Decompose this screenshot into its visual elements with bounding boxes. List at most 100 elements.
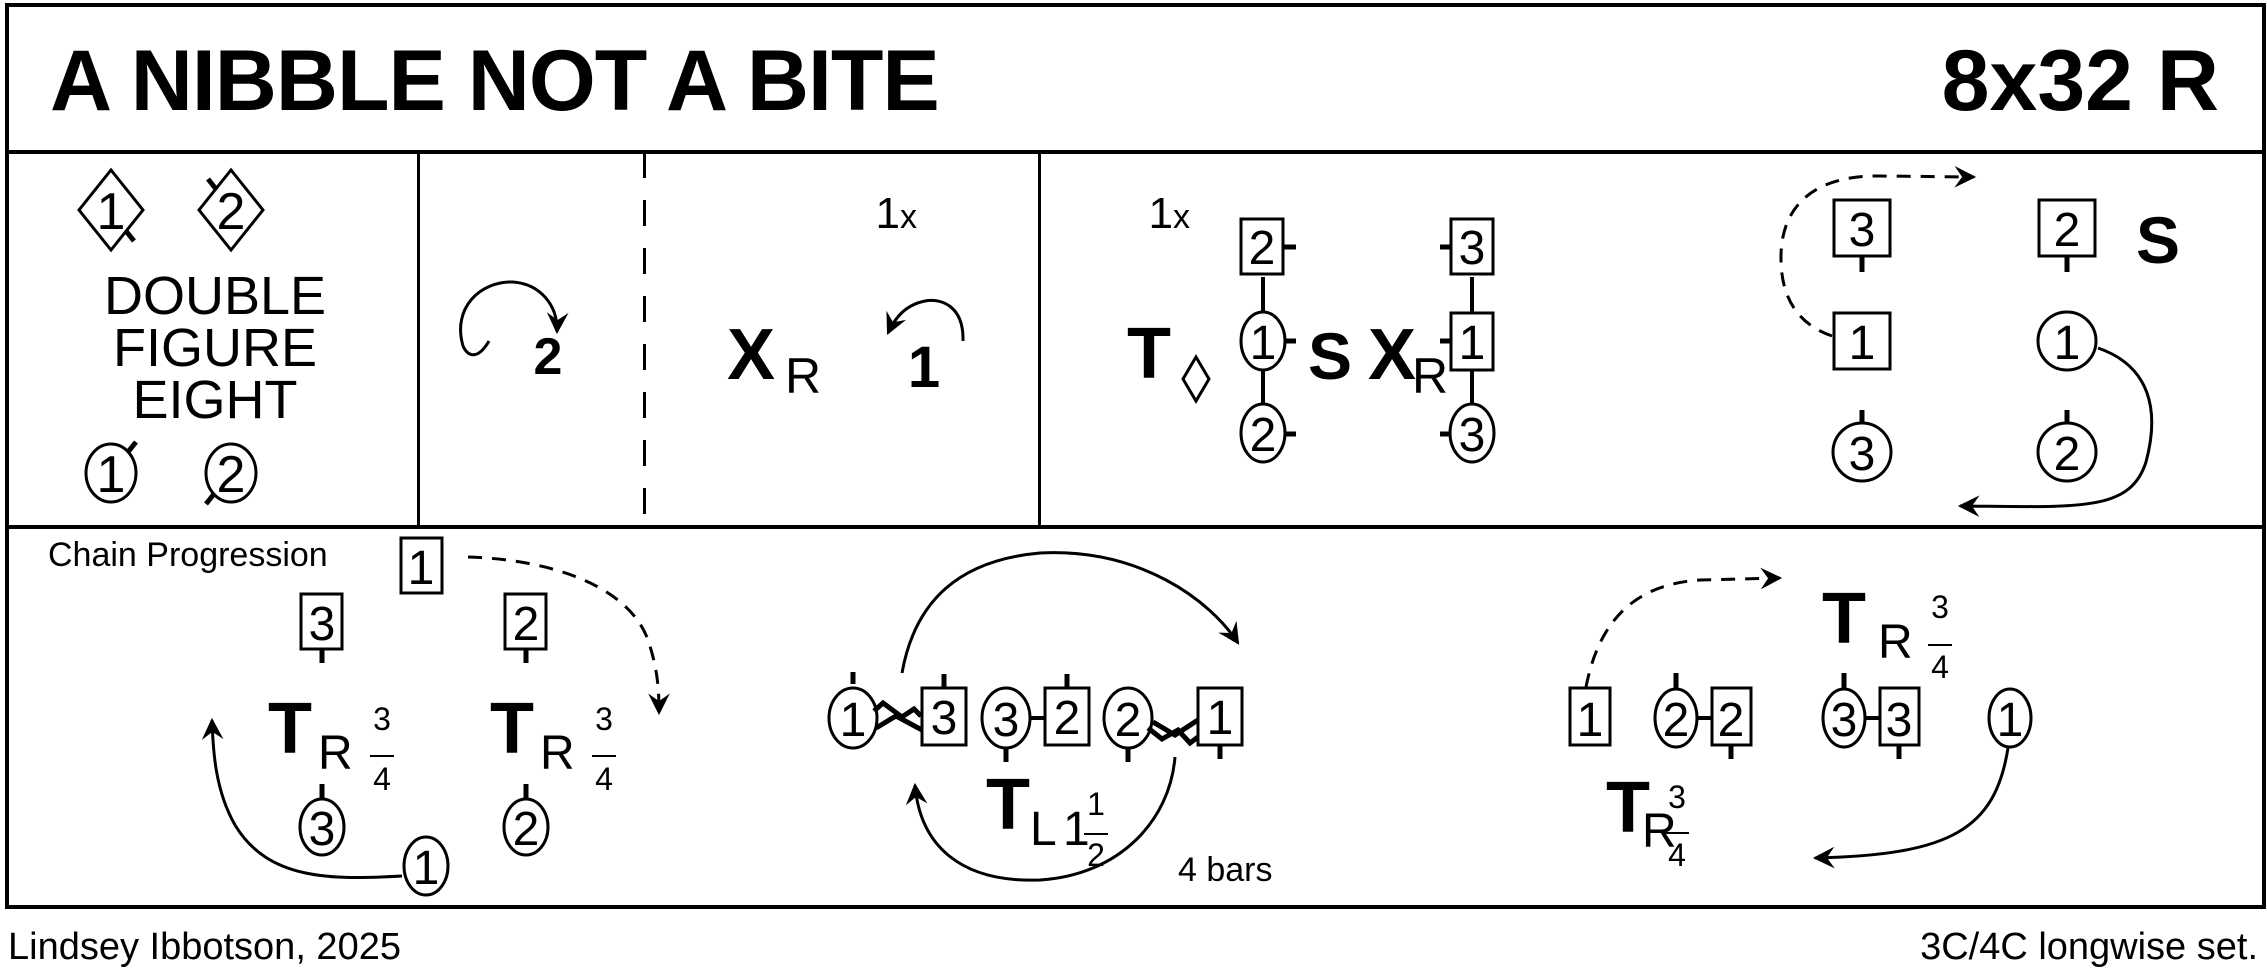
panel-set-paths: 3 1 3 2 1 2 S: [1779, 165, 2180, 517]
dancer-square-2: [1239, 217, 1285, 276]
turn-right-three-quarters: T R 3 4: [268, 689, 394, 797]
dancer-diamond-2: [197, 167, 265, 253]
solid-path-arrow-icon: [201, 717, 403, 880]
dancer-number: 3: [931, 692, 958, 745]
panel-chain-progression: 1 3 2 3 2 1 T R 3 4 T R 3 4: [201, 536, 670, 897]
turn-left-one-and-half: T L 1 1 2: [986, 765, 1108, 873]
dancer-number: 1: [413, 842, 440, 895]
svg-text:4: 4: [595, 761, 613, 797]
dancer-number: 1: [1849, 317, 1876, 370]
dancer-square-3: [1878, 686, 1921, 747]
dancer-number: 3: [309, 598, 336, 651]
set-formation: 3C/4C longwise set.: [1920, 926, 2258, 968]
repeat-count: 1x: [1149, 189, 1190, 238]
dancer-square-1: [1832, 311, 1892, 371]
dancer-square-1: [1568, 686, 1612, 747]
panel-divider-2: [1038, 152, 1041, 526]
author-credit: Lindsey Ibbotson, 2025: [8, 926, 401, 968]
dance-format: 8x32 R: [1941, 33, 2219, 129]
dancer-number: 1: [97, 446, 126, 504]
dancer-number: 1: [1250, 317, 1277, 370]
figure-name-line-3: EIGHT: [132, 370, 298, 430]
cross-hand: R: [1412, 348, 1448, 404]
figure-name: DOUBLE FIGURE EIGHT: [60, 269, 370, 430]
panel-turn-set-cross: 1x T 2 1 2 3 1 3 S X R: [1127, 189, 1496, 464]
dancer-circle-1: [827, 686, 879, 750]
row-divider: [5, 525, 2262, 529]
svg-text:2: 2: [1087, 837, 1105, 873]
dancer-number: 2: [217, 446, 246, 504]
dancer-number: 3: [1886, 694, 1913, 747]
dancer-circle-1: [84, 440, 138, 504]
clockwise-arrow-icon: [459, 280, 569, 357]
cross-symbol: X: [727, 315, 775, 395]
svg-text:T: T: [490, 689, 534, 769]
dancer-number: 2: [513, 598, 540, 651]
dancer-number: 1: [97, 183, 126, 241]
cross-symbol: X: [1368, 315, 1416, 395]
panel-double-figure-eight: [77, 167, 265, 506]
dancer-number: 1: [408, 542, 435, 595]
svg-text:R: R: [1642, 805, 1677, 858]
dancer-number: 3: [1831, 694, 1858, 747]
turn-dancer-label: 2: [534, 328, 563, 386]
dancer-circle-1: [2036, 310, 2098, 372]
dancer-number: 1: [840, 694, 867, 747]
dancer-circle-1: [1987, 687, 2033, 749]
dancer-circle-1: [402, 835, 450, 897]
dancer-number: 2: [2054, 204, 2081, 257]
svg-text:1: 1: [1087, 786, 1105, 822]
svg-text:R: R: [318, 727, 353, 780]
turn-symbol: T: [1127, 314, 1171, 394]
svg-text:T: T: [986, 765, 1030, 845]
dancer-number: 2: [1250, 409, 1277, 462]
dancer-number: 3: [1849, 428, 1876, 481]
diamond-icon: [1181, 354, 1211, 404]
dancer-square-1: [399, 536, 444, 595]
dancer-number: 1: [1207, 692, 1234, 745]
dancer-number: 2: [217, 183, 246, 241]
panel-turn-left-line: 1 3 3 2 2 1 T L 1 1 2 4 bars: [827, 551, 1273, 889]
svg-text:T: T: [1606, 768, 1650, 848]
dancer-circle-2: [204, 442, 258, 506]
solid-path-arrow-icon: [1812, 747, 2010, 869]
cast-dancer-label: 1: [908, 335, 940, 400]
dancer-number: 2: [513, 803, 540, 856]
set-symbol: S: [2136, 203, 2180, 277]
dancer-diamond-1: [77, 167, 145, 253]
title-divider: [5, 150, 2262, 154]
counterclockwise-arrow-icon: [886, 298, 965, 342]
dancer-square-1: [1196, 686, 1244, 747]
dancer-number: 2: [1249, 222, 1276, 275]
figure-name-line-2: FIGURE: [112, 318, 317, 378]
dancer-number: 1: [1577, 694, 1604, 747]
dancer-number: 2: [2054, 428, 2081, 481]
svg-text:T: T: [1822, 579, 1866, 659]
dancer-number: 2: [1115, 694, 1142, 747]
solid-path-arrow-icon: [1957, 346, 2154, 517]
turn-right-three-quarters: T R 3 4: [1606, 768, 1689, 873]
dancer-number: 3: [1459, 409, 1486, 462]
dancer-number: 2: [1663, 694, 1690, 747]
dashed-path-arrow-icon: [1584, 567, 1783, 688]
dancer-circle-2: [502, 797, 550, 857]
svg-text:R: R: [540, 727, 575, 780]
panel-cross-right: 1x X R 1: [727, 189, 965, 404]
svg-text:4: 4: [373, 761, 391, 797]
dancer-number: 2: [1718, 694, 1745, 747]
svg-text:4: 4: [1931, 649, 1949, 685]
repeat-count: 1x: [876, 189, 917, 238]
zigzag-icon: [1146, 726, 1200, 747]
dancer-square-3: [920, 686, 968, 747]
panel-divider-dashed: [643, 152, 646, 526]
panel-divider-1: [417, 152, 420, 526]
dancer-number: 3: [1849, 204, 1876, 257]
dancer-number: 1: [1459, 317, 1486, 370]
svg-text:3: 3: [373, 701, 391, 737]
dancer-number: 1: [2054, 317, 2081, 370]
lower-arc-arrow-icon: [905, 756, 1177, 882]
dance-title: A NIBBLE NOT A BITE: [50, 33, 940, 129]
dashed-path-arrow-icon: [1779, 165, 1977, 338]
dancer-number: 3: [1459, 222, 1486, 275]
